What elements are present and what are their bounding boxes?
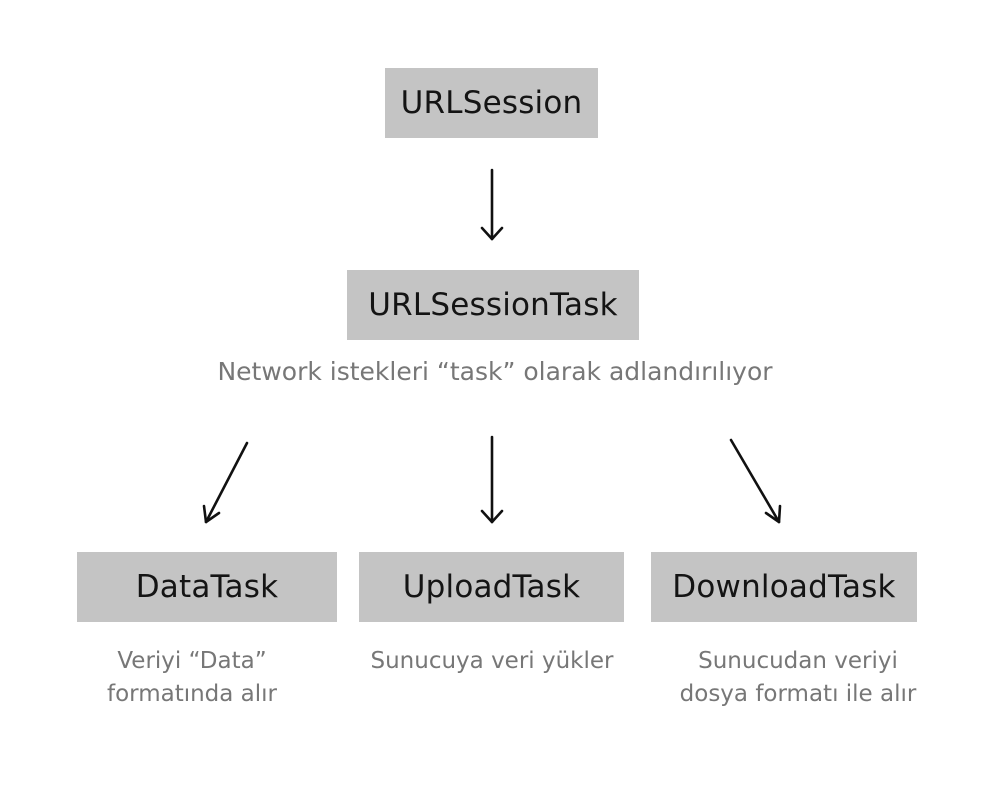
downloadtask-caption: Sunucudan veriyi dosya formatı ile alır (679, 648, 917, 707)
urlsession-node: URLSession (385, 68, 598, 138)
arrow-task-to-uploadtask (480, 435, 504, 524)
uploadtask-label: UploadTask (402, 569, 581, 605)
datatask-label: DataTask (135, 569, 279, 605)
downloadtask-label: DownloadTask (672, 569, 896, 605)
urlsessiontask-caption: Network istekleri “task” olarak adlandır… (217, 357, 773, 386)
downloadtask-node: DownloadTask (651, 552, 917, 622)
datatask-node: DataTask (77, 552, 337, 622)
arrow-task-to-datatask (202, 441, 249, 524)
arrow-root-to-task (480, 168, 504, 241)
uploadtask-caption: Sunucuya veri yükler (370, 648, 614, 674)
urlsession-label: URLSession (400, 85, 583, 121)
urlsessiontask-node: URLSessionTask (347, 270, 639, 340)
urlsessiontask-label: URLSessionTask (368, 287, 618, 323)
uploadtask-node: UploadTask (359, 552, 624, 622)
datatask-caption: Veriyi “Data” formatında alır (106, 648, 278, 707)
arrow-task-to-downloadtask (729, 438, 782, 524)
